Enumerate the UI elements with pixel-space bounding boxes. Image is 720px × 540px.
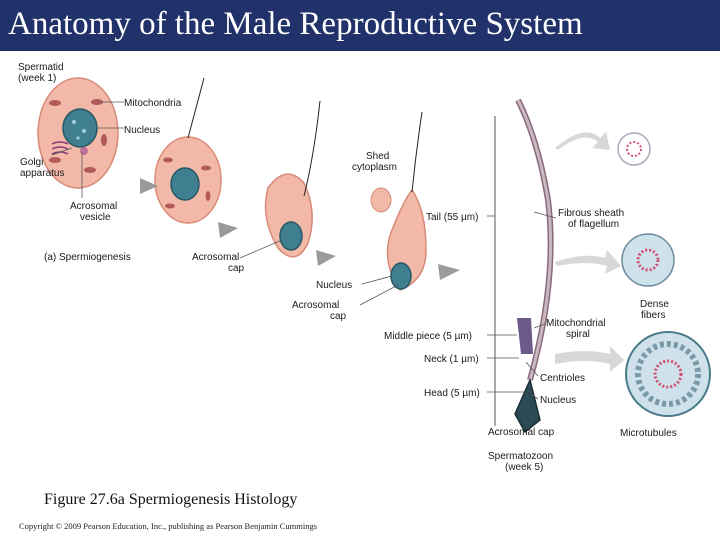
label-acrosomal-cap-low: Acrosomal — [292, 300, 339, 311]
panel-label: (a) Spermiogenesis — [44, 252, 131, 263]
spermatozoon — [494, 98, 554, 434]
label-fibers: fibers — [641, 310, 665, 321]
shed-cytoplasm — [370, 187, 392, 213]
leader-lines — [51, 101, 557, 400]
label-spermatid-week: (week 1) — [18, 73, 56, 84]
label-spiral: spiral — [566, 329, 590, 340]
cross-section-medium — [621, 233, 675, 287]
spermatid-cell-2 — [154, 77, 222, 224]
label-mitochondria: Mitochondria — [124, 98, 182, 109]
label-nucleus-top: Nucleus — [124, 125, 160, 136]
slide-title: Anatomy of the Male Reproductive System — [8, 6, 583, 42]
label-acrosomal-vesicle-2: vesicle — [80, 212, 111, 223]
copyright-notice: Copyright © 2009 Pearson Education, Inc.… — [19, 521, 318, 531]
spermatid-cell-4 — [386, 111, 427, 291]
label-spermatid: Spermatid — [18, 62, 64, 73]
label-of-flagellum: of flagellum — [568, 219, 619, 230]
figure-caption: Figure 27.6a Spermiogenesis Histology — [44, 491, 298, 508]
section-arrows — [555, 132, 624, 372]
spermatid-cell-3 — [264, 100, 321, 258]
label-acrosomal-cap-low-2: cap — [330, 311, 347, 322]
label-mitochondrial: Mitochondrial — [546, 318, 605, 329]
cross-section-large — [625, 331, 711, 417]
label-spermatozoon: Spermatozoon — [488, 451, 553, 462]
label-acrosomal-cap-mid-2: cap — [228, 263, 245, 274]
label-shed: Shed — [366, 151, 389, 162]
label-fibrous-sheath: Fibrous sheath — [558, 208, 624, 219]
label-middle-piece: Middle piece (5 µm) — [384, 331, 472, 342]
label-neck: Neck (1 µm) — [424, 354, 479, 365]
label-acrosomal-cap-bottom: Acrosomal cap — [488, 427, 555, 438]
cross-section-small — [617, 132, 651, 166]
label-acrosomal-cap-mid: Acrosomal — [192, 252, 239, 263]
label-microtubules: Microtubules — [620, 428, 677, 439]
label-golgi-apparatus: apparatus — [20, 168, 64, 179]
label-nucleus-mid: Nucleus — [316, 280, 352, 291]
progression-arrows — [140, 178, 460, 280]
label-golgi: Golgi — [20, 157, 43, 168]
title-bar: Anatomy of the Male Reproductive System — [0, 0, 720, 51]
spermiogenesis-diagram: Spermatid (week 1) Mitochondria Nucleus … — [18, 62, 711, 473]
label-cytoplasm: cytoplasm — [352, 162, 397, 173]
label-head: Head (5 µm) — [424, 388, 480, 399]
label-tail: Tail (55 µm) — [426, 212, 478, 223]
label-centrioles: Centrioles — [540, 373, 585, 384]
label-acrosomal-vesicle: Acrosomal — [70, 201, 117, 212]
label-dense: Dense — [640, 299, 669, 310]
label-nucleus-right: Nucleus — [540, 395, 576, 406]
label-spermatozoon-week: (week 5) — [505, 462, 543, 473]
